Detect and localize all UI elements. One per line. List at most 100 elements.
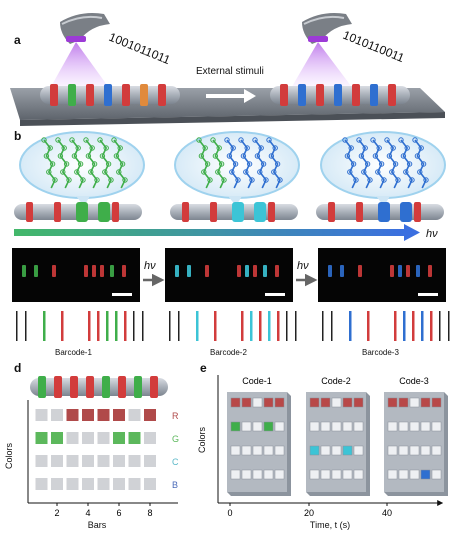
rod-a-left-band bbox=[104, 84, 112, 106]
code-cell bbox=[398, 445, 409, 456]
barcode-scanner-left-icon bbox=[60, 13, 110, 44]
code-cell bbox=[263, 469, 274, 480]
molecule-chain bbox=[57, 139, 70, 189]
rod-d-band bbox=[118, 376, 126, 398]
panel-d-nanowire bbox=[30, 378, 168, 396]
rod-d-band bbox=[134, 376, 142, 398]
code-cell bbox=[320, 397, 331, 408]
panel-d-x-tick-label: 4 bbox=[85, 508, 90, 518]
rod-b-band bbox=[26, 202, 33, 222]
grid-cell-active bbox=[35, 432, 48, 444]
grid-cell-active bbox=[66, 409, 79, 421]
grid-cell bbox=[97, 455, 110, 467]
rod-b-active-band bbox=[76, 202, 88, 222]
rod-b-active-band bbox=[400, 202, 412, 222]
molecule-ring bbox=[49, 161, 56, 167]
grid-cell bbox=[128, 478, 141, 490]
code-cell bbox=[252, 469, 263, 480]
molecule-chain bbox=[43, 139, 56, 189]
rod-a-right-band bbox=[316, 84, 324, 106]
code-cell bbox=[398, 397, 409, 408]
code-cell bbox=[387, 397, 398, 408]
molecule-ring bbox=[378, 161, 385, 167]
molecule-ring bbox=[210, 137, 216, 143]
code-cell bbox=[342, 397, 353, 408]
molecule-ring bbox=[409, 177, 415, 183]
code-cell bbox=[274, 469, 285, 480]
rod-a-right-band bbox=[334, 84, 342, 106]
molecule-ring bbox=[381, 177, 387, 183]
molecule-ring bbox=[358, 153, 365, 159]
rod-a-left-band bbox=[86, 84, 94, 106]
code-cell bbox=[420, 421, 431, 432]
molecule-ring bbox=[77, 161, 84, 167]
fluorescent-band bbox=[100, 265, 104, 277]
code-cell bbox=[230, 445, 241, 456]
code-cell bbox=[398, 421, 409, 432]
rod-a-right-band bbox=[280, 84, 288, 106]
molecule-ring bbox=[268, 153, 275, 159]
code-label-2: Code-2 bbox=[321, 376, 351, 386]
code-cell bbox=[241, 469, 252, 480]
fluorescent-band bbox=[358, 265, 362, 277]
fluorescent-band bbox=[175, 265, 179, 277]
code-cell bbox=[320, 445, 331, 456]
grid-cell bbox=[66, 432, 79, 444]
grid-cell bbox=[82, 478, 94, 490]
code-cell bbox=[263, 445, 274, 456]
hv-gradient-arrow-head bbox=[404, 224, 420, 241]
molecule-ring bbox=[342, 137, 348, 143]
rod-b-band bbox=[210, 202, 217, 222]
rod-d-band bbox=[86, 376, 94, 398]
panel-e-x-tick-label: 40 bbox=[382, 508, 392, 518]
rod-b-band bbox=[182, 202, 189, 222]
barcode-line bbox=[430, 311, 433, 341]
molecule-ring bbox=[272, 145, 278, 151]
molecule-ring bbox=[246, 161, 253, 167]
molecule-chain bbox=[372, 139, 385, 189]
molecule-ring bbox=[226, 153, 233, 159]
panel-d-x-label: Bars bbox=[88, 520, 107, 530]
molecule-ring bbox=[113, 153, 120, 159]
code-cell bbox=[353, 469, 364, 480]
barcode-line bbox=[259, 311, 262, 341]
molecule-ring bbox=[254, 153, 261, 159]
molecule-ring bbox=[277, 177, 283, 183]
fluorescent-band bbox=[253, 265, 257, 277]
molecule-ring bbox=[386, 153, 393, 159]
molecule-chain bbox=[85, 139, 98, 189]
molecule-chain bbox=[268, 139, 281, 189]
grid-cell bbox=[51, 455, 63, 467]
panel-b-hv-label: hν bbox=[426, 228, 438, 240]
molecule-ring bbox=[212, 153, 219, 159]
panel-e-x-tick-label: 20 bbox=[304, 508, 314, 518]
molecule-ring bbox=[260, 161, 267, 167]
barcode-line bbox=[439, 311, 441, 341]
barcode-line bbox=[250, 311, 253, 341]
molecule-ring bbox=[240, 153, 247, 159]
molecule-ring bbox=[395, 177, 401, 183]
grid-cell bbox=[113, 455, 125, 467]
molecule-ring bbox=[258, 145, 264, 151]
molecule-ring bbox=[367, 177, 373, 183]
rod-a-left-band bbox=[158, 84, 166, 106]
molecule-ring bbox=[47, 145, 53, 151]
molecule-ring bbox=[122, 177, 128, 183]
molecule-ring bbox=[80, 177, 86, 183]
code-cell bbox=[431, 421, 442, 432]
panel-e-label: e bbox=[200, 361, 207, 375]
molecule-ring bbox=[403, 169, 409, 175]
barcode-line bbox=[268, 311, 271, 341]
code-cell bbox=[274, 445, 285, 456]
rod-b-active-band bbox=[232, 202, 244, 222]
molecule-chain bbox=[414, 139, 427, 189]
molecule-ring bbox=[60, 169, 66, 175]
molecule-ring bbox=[41, 137, 47, 143]
barcode-line bbox=[277, 311, 280, 341]
molecule-ring bbox=[119, 161, 126, 167]
barcode-scanner-right-icon bbox=[302, 13, 352, 44]
rod-b-band bbox=[54, 202, 61, 222]
rod-b-band bbox=[328, 202, 335, 222]
grid-cell bbox=[35, 409, 48, 421]
row-label-g: G bbox=[172, 434, 179, 444]
